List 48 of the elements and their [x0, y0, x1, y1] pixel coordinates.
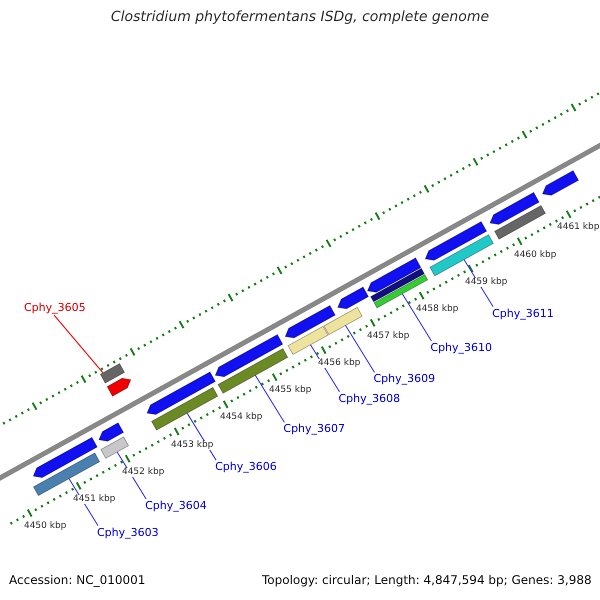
leader-line: [54, 314, 104, 374]
gene-feature: [146, 371, 216, 415]
gene-bar: [323, 306, 363, 336]
leader-line: [345, 324, 375, 373]
leader-line: [254, 374, 285, 423]
tick-label: 4450 kbp: [22, 522, 68, 532]
tick-label: 4455 kbp: [268, 386, 312, 396]
gene-feature: [214, 334, 284, 378]
gene-bar: [429, 234, 494, 276]
tick-label: 4453 kbp: [170, 440, 214, 450]
footer-text: Topology: circular; Length: 4,847,594 bp; Genes: 3,988: [262, 574, 592, 586]
gene-feature: [366, 257, 422, 293]
gene-bar: [32, 452, 100, 496]
gene-label: Cphy_3603: [97, 526, 159, 538]
tick-label: 4457 kbp: [366, 332, 410, 341]
gene-label: Cphy_3610: [430, 342, 492, 353]
gene-label: Cphy_3609: [374, 373, 436, 384]
gene-label: Cphy_3606: [215, 461, 277, 472]
tick-label: 4460 kbp: [512, 250, 558, 260]
leader-line: [402, 293, 432, 342]
gene-bar: [151, 386, 218, 431]
title: Clostridium phytofermentans ISDg, complete genome: [110, 10, 490, 24]
gene-feature: [489, 192, 540, 225]
gene-bar: [494, 205, 546, 240]
tick-label: 4451 kbp: [72, 494, 116, 504]
tick-label: 4461 kbp: [556, 223, 600, 232]
gene-feature: [106, 378, 132, 397]
gene-feature: [32, 436, 98, 478]
tick-label: 4452 kbp: [120, 468, 166, 477]
tick-label: 4454 kbp: [218, 413, 264, 422]
tick-label: 4456 kbp: [316, 359, 362, 368]
gene-label: Cphy_3605: [24, 302, 86, 313]
gene-feature: [542, 170, 580, 196]
gene-bar: [100, 363, 126, 384]
gene-feature: [98, 422, 124, 442]
gene-feature: [337, 286, 369, 310]
gene-label: Cphy_3607: [283, 423, 346, 434]
gene-bar: [100, 436, 130, 459]
footer-text: Accession: NC_010001: [9, 574, 146, 586]
gene-bar: [288, 326, 329, 356]
gene-feature: [284, 304, 336, 338]
tick-label: 4459 kbp: [464, 278, 508, 287]
gene-bar: [370, 268, 425, 302]
gene-label: Cphy_3608: [338, 392, 400, 404]
gene-feature: [424, 221, 488, 261]
gene-label: Cphy_3604: [145, 500, 207, 511]
gene-label: Cphy_3611: [492, 308, 554, 319]
tick-label: 4458 kbp: [414, 304, 460, 314]
